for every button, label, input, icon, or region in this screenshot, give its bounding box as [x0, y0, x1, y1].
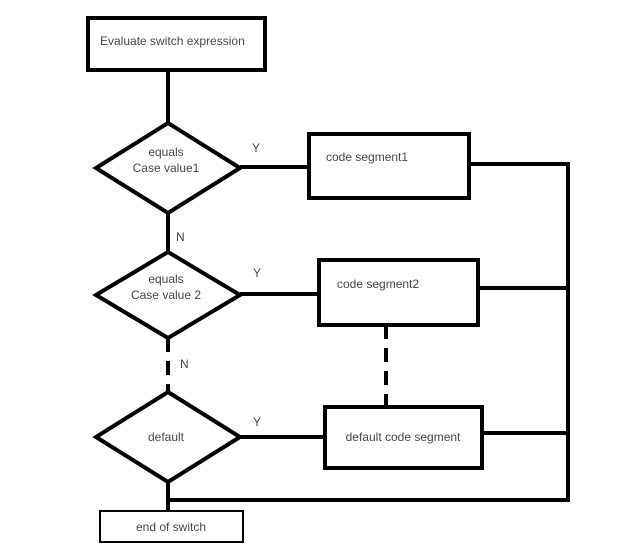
node-case1-label-line2: Case value1	[133, 161, 200, 175]
node-start-label: Evaluate switch expression	[100, 34, 245, 48]
node-seg2-label: code segment2	[337, 277, 419, 291]
node-case1-diamond	[92, 120, 244, 216]
edge-label-case2-no: N	[180, 357, 189, 371]
node-case2-diamond	[92, 249, 244, 341]
node-case1-label-line1: equals	[148, 145, 183, 159]
node-start-box	[86, 16, 267, 72]
node-seg1-box	[307, 132, 471, 200]
node-default-label: default	[148, 430, 185, 444]
node-seg2-box	[317, 258, 480, 327]
edge-label-default-yes: Y	[253, 415, 261, 429]
node-segdefault-box	[323, 405, 484, 470]
node-case2-label-line2: Case value 2	[131, 288, 201, 302]
edge-label-case1-yes: Y	[252, 141, 260, 155]
edge-label-case2-yes: Y	[253, 266, 261, 280]
node-default-diamond	[92, 389, 244, 485]
node-segdefault-label: default code segment	[346, 430, 461, 444]
node-end-box	[99, 510, 244, 543]
node-end-label: end of switch	[136, 520, 206, 534]
edge-label-case1-no: N	[176, 230, 185, 244]
node-case2-label-line1: equals	[148, 272, 183, 286]
node-seg1-label: code segment1	[326, 150, 408, 164]
